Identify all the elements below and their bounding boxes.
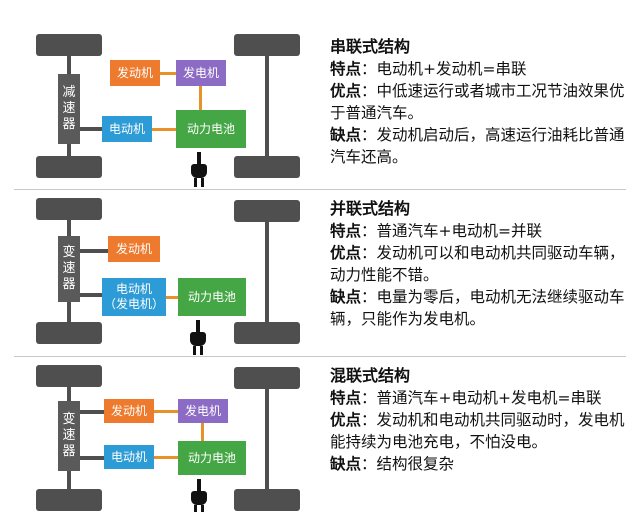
wheel-rear-right (234, 322, 300, 344)
section-title: 串联式结构 (330, 37, 411, 56)
right-axle (265, 56, 269, 156)
wheel-front-right (234, 367, 300, 389)
transmission-block: 变速器 (58, 401, 80, 471)
wheel-rear-left (36, 322, 102, 344)
hybrid-section: 变速器 发动机 发电机 电动机 动力电池 混联式结构 特点：普通汽车+电动机+发… (0, 357, 640, 512)
transmission-block: 变速器 (58, 236, 80, 302)
wheel-front-left (36, 198, 102, 220)
generator-box: 发电机 (176, 60, 226, 86)
engine-generator-link (160, 72, 176, 75)
hybrid-text: 混联式结构 特点：普通汽车+电动机+发电机=串联 优点：发动机和电动机共同驱动时… (330, 365, 630, 475)
engine-generator-link (154, 410, 178, 413)
generator-battery-link (201, 423, 204, 441)
wheel-front-right (234, 200, 300, 222)
wheel-front-left (36, 34, 102, 56)
parallel-section: 变速器 发动机 电动机（发电机） 动力电池 并联式结构 特点：普通汽车+电动机=… (0, 190, 640, 356)
generator-battery-link (199, 86, 202, 110)
engine-shaft (80, 249, 108, 253)
wheel-rear-right (234, 156, 300, 178)
motor-shaft (80, 456, 104, 460)
wheel-rear-right (234, 489, 300, 511)
section-title: 混联式结构 (330, 366, 411, 385)
section-title: 并联式结构 (330, 199, 411, 218)
battery-box: 动力电池 (178, 441, 246, 475)
motor-box: 电动机 (102, 116, 152, 142)
wheel-rear-left (36, 489, 102, 511)
drive-shaft (80, 127, 102, 131)
battery-box: 动力电池 (176, 110, 246, 148)
series-text: 串联式结构 特点：电动机+发动机=串联 优点：中低速运行或者城市工况节油效果优于… (330, 36, 630, 168)
parallel-text: 并联式结构 特点：普通汽车+电动机=并联 优点：发动机可以和电动机共同驱动车辆，… (330, 198, 630, 330)
section-divider (14, 356, 626, 357)
engine-box: 发动机 (110, 60, 160, 86)
transmission-block: 减速器 (58, 74, 80, 144)
wheel-rear-left (36, 156, 102, 178)
wheel-front-right (234, 34, 300, 56)
motor-box: 电动机 (104, 445, 154, 469)
engine-shaft (80, 410, 104, 414)
series-section: 减速器 发动机 发电机 电动机 动力电池 串联式结构 特点：电动机+发动机=串联… (0, 0, 640, 188)
generator-box: 发电机 (178, 399, 228, 423)
engine-box: 发动机 (104, 399, 154, 423)
battery-box: 动力电池 (178, 278, 246, 316)
right-axle (265, 389, 269, 489)
right-axle (265, 222, 269, 322)
engine-box: 发动机 (108, 236, 160, 262)
motor-shaft (80, 293, 102, 297)
motor-generator-box: 电动机（发电机） (102, 278, 166, 316)
section-divider (14, 189, 626, 190)
motor-battery-link (166, 296, 178, 299)
motor-battery-link (152, 128, 176, 131)
wheel-front-left (36, 365, 102, 387)
motor-battery-link (154, 456, 178, 459)
